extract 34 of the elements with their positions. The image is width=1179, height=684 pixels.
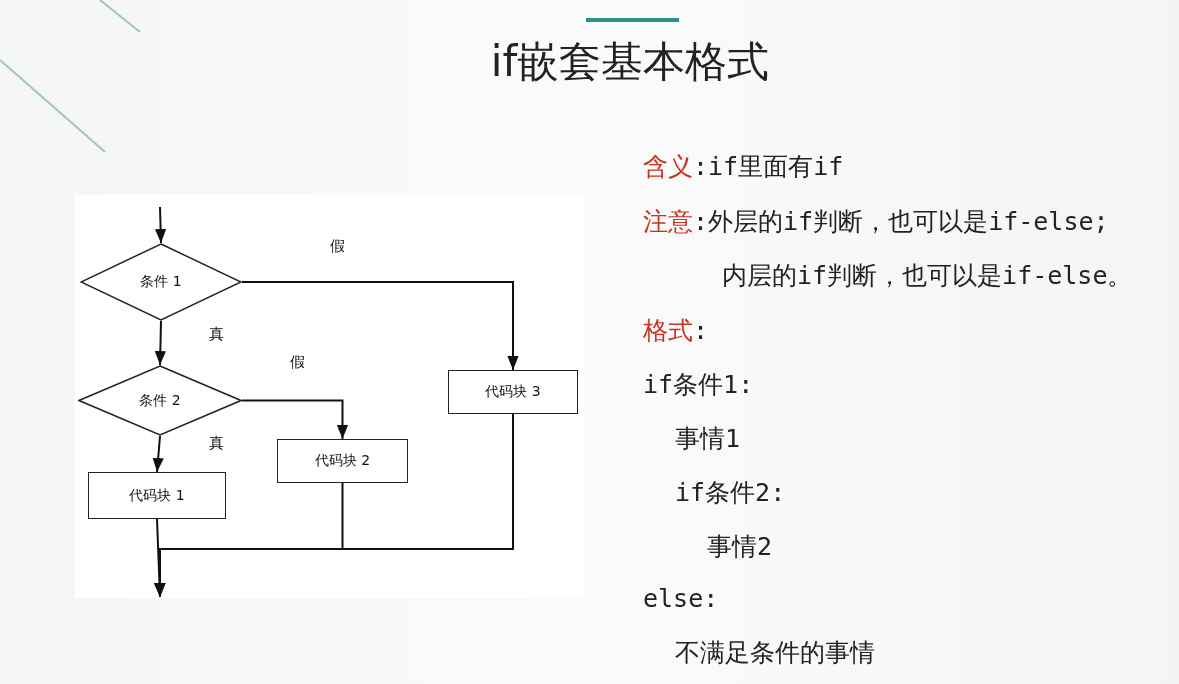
- body-text: :: [693, 316, 709, 345]
- edge-label: 假: [329, 237, 346, 256]
- node-label: 条件 1: [140, 273, 182, 291]
- decision-diamond: [80, 243, 242, 321]
- arrow: [241, 281, 519, 371]
- edge-label: 真: [208, 325, 225, 344]
- title: if嵌套基本格式: [489, 36, 771, 88]
- edge-label: 假: [289, 353, 306, 372]
- process-box: [277, 439, 408, 483]
- body-text: if条件1:: [643, 370, 754, 399]
- arrow: [154, 320, 166, 366]
- edge-label: 真: [208, 434, 225, 453]
- arrow: [154, 413, 514, 598]
- body-text: 不满足条件的事情: [675, 638, 875, 667]
- body-text: 事情1: [675, 424, 741, 453]
- section-heading: 注意: [643, 207, 693, 236]
- body-text: 事情2: [707, 532, 773, 561]
- node-label: 代码块 2: [314, 452, 371, 470]
- process-box: [448, 370, 578, 414]
- body-text: if条件2:: [675, 478, 786, 507]
- body-text: :外层的if判断，也可以是if-else;: [693, 207, 1109, 236]
- decision-diamond: [78, 365, 242, 436]
- body-text: :if里面有if: [693, 152, 844, 181]
- node-label: 代码块 3: [485, 383, 541, 401]
- section-heading: 含义: [643, 152, 693, 181]
- arrow: [155, 206, 167, 244]
- arrow: [241, 399, 349, 440]
- arrow: [152, 435, 164, 473]
- node-label: 条件 2: [139, 391, 181, 410]
- section-heading: 格式: [643, 316, 693, 345]
- body-text: 内层的if判断，也可以是if-else。: [722, 261, 1133, 290]
- node-label: 代码块 1: [129, 486, 185, 505]
- body-text: else:: [643, 584, 719, 613]
- process-box: [88, 472, 226, 519]
